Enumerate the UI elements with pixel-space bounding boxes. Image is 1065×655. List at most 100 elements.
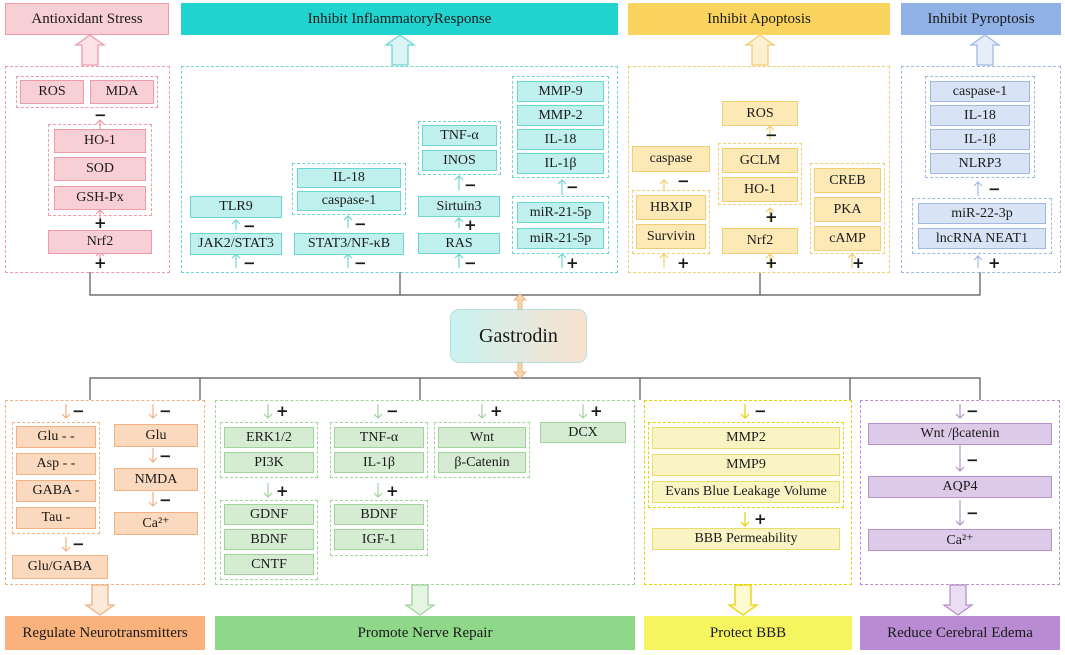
box-pi3k: PI3K: [224, 452, 314, 473]
group-gdnf-bdnf-cntf: [220, 500, 318, 580]
panel-edema: [860, 400, 1060, 585]
box-cntf: CNTF: [224, 554, 314, 575]
box-pka: PKA: [814, 197, 881, 222]
sign-minus: −: [765, 126, 778, 144]
box-glu-nmda-path: Glu: [114, 424, 198, 447]
group-mir21: [512, 196, 609, 254]
box-hbxip: HBXIP: [636, 195, 706, 220]
box-sod: SOD: [54, 157, 146, 181]
panel-apoptosis: [628, 66, 890, 273]
box-ras: RAS: [418, 233, 500, 254]
panel-nerve-repair: [215, 400, 635, 585]
sign-minus: −: [72, 535, 85, 553]
group-ho1-sod-gsh: [48, 124, 152, 216]
sign-minus: −: [464, 176, 477, 194]
box-bdnf-nerve: BDNF: [334, 504, 424, 525]
box-jak2-stat3: JAK2/STAT3: [190, 233, 282, 255]
gastrodin-center-node: Gastrodin: [450, 309, 587, 363]
box-mda: MDA: [90, 80, 154, 104]
box-ca-edema: Ca²⁺: [868, 529, 1052, 551]
box-gclm: GCLM: [722, 148, 798, 173]
box-gaba: GABA -: [16, 480, 96, 502]
header-protect-bbb: Protect BBB: [644, 616, 852, 650]
group-creb-pka-camp: [810, 163, 885, 254]
group-pyroptosis-markers: [925, 76, 1035, 178]
box-sirtuin3: Sirtuin3: [418, 196, 500, 217]
group-tnfa-il1b: [330, 422, 428, 478]
sign-minus: −: [677, 172, 690, 190]
sign-minus: −: [966, 402, 979, 420]
box-lncrna-neat1: lncRNA NEAT1: [918, 228, 1046, 249]
group-bdnf-igf1: [330, 500, 428, 556]
sign-minus: −: [464, 254, 477, 272]
box-mmp9-bbb: MMP9: [652, 454, 840, 476]
box-mmp9: MMP-9: [517, 81, 604, 102]
group-mmp-il: [512, 76, 609, 178]
group-il18-caspase1: [292, 163, 406, 215]
box-glu: Glu - -: [16, 426, 96, 448]
sign-plus: +: [566, 254, 579, 272]
box-tlr9: TLR9: [190, 196, 282, 218]
box-evans-blue: Evans Blue Leakage Volume: [652, 481, 840, 503]
box-mir21-5p: miR-21-5p: [517, 228, 604, 249]
sign-plus: +: [765, 254, 778, 272]
box-bbb-permeability: BBB Permeability: [652, 528, 840, 550]
sign-minus: −: [754, 402, 767, 420]
sign-plus: +: [988, 254, 1001, 272]
box-creb: CREB: [814, 168, 881, 193]
sign-minus: −: [966, 451, 979, 469]
sign-plus: +: [94, 214, 107, 232]
box-mir22-3p: miR-22-3p: [918, 203, 1046, 224]
sign-plus: +: [754, 510, 767, 528]
header-promote-nerve-repair: Promote Nerve Repair: [215, 616, 635, 650]
sign-minus: −: [94, 106, 107, 124]
header-inhibit-apoptosis: Inhibit Apoptosis: [628, 3, 890, 35]
sign-minus: −: [386, 402, 399, 420]
sign-minus: −: [72, 402, 85, 420]
sign-minus: −: [988, 180, 1001, 198]
sign-plus: +: [94, 254, 107, 272]
sign-minus: −: [354, 254, 367, 272]
panel-antioxidant: [5, 66, 170, 273]
sign-minus: −: [243, 217, 256, 235]
box-il18-pyro: IL-18: [930, 105, 1030, 126]
box-survivin: Survivin: [636, 224, 706, 249]
box-nrf2: Nrf2: [48, 230, 152, 254]
sign-plus: +: [464, 216, 477, 234]
box-gsh-px: GSH-Px: [54, 186, 146, 210]
box-il1b-pyro: IL-1β: [930, 129, 1030, 150]
box-camp: cAMP: [814, 226, 881, 251]
sign-plus: +: [765, 208, 778, 226]
header-inhibit-inflammatory-response: Inhibit InflammatoryResponse: [181, 3, 618, 35]
box-inos: INOS: [422, 150, 497, 171]
box-beta-catenin: β-Catenin: [438, 452, 526, 473]
box-mmp2: MMP-2: [517, 105, 604, 126]
group-glu-asp-gaba-tau: [12, 422, 100, 534]
box-mmp2-bbb: MMP2: [652, 427, 840, 449]
group-tnfa-inos: [418, 121, 501, 175]
box-gdnf: GDNF: [224, 504, 314, 525]
box-ho1: HO-1: [54, 129, 146, 153]
box-nmda: NMDA: [114, 468, 198, 491]
box-ho1-apoptosis: HO-1: [722, 177, 798, 202]
panel-neurotransmitters: [5, 400, 205, 585]
sign-minus: −: [159, 491, 172, 509]
box-wnt-bcatenin: Wnt /βcatenin: [868, 423, 1052, 445]
box-ros-apoptosis: ROS: [722, 101, 798, 126]
sign-minus: −: [566, 178, 579, 196]
sign-plus: +: [852, 254, 865, 272]
box-tnfa-nerve: TNF-α: [334, 427, 424, 448]
group-mmp-evans: [648, 422, 844, 508]
box-stat3-nfkb: STAT3/NF-κB: [294, 233, 404, 255]
box-dcx: DCX: [540, 422, 626, 443]
sign-plus: +: [490, 402, 503, 420]
panel-inflammatory: [181, 66, 618, 273]
box-il18: IL-18: [297, 168, 401, 188]
sign-minus: −: [243, 254, 256, 272]
sign-plus: +: [276, 482, 289, 500]
box-il1b-nerve: IL-1β: [334, 452, 424, 473]
header-reduce-cerebral-edema: Reduce Cerebral Edema: [860, 616, 1060, 650]
group-mir22-neat1: [912, 198, 1052, 254]
group-hbxip-survivin: [632, 190, 710, 254]
